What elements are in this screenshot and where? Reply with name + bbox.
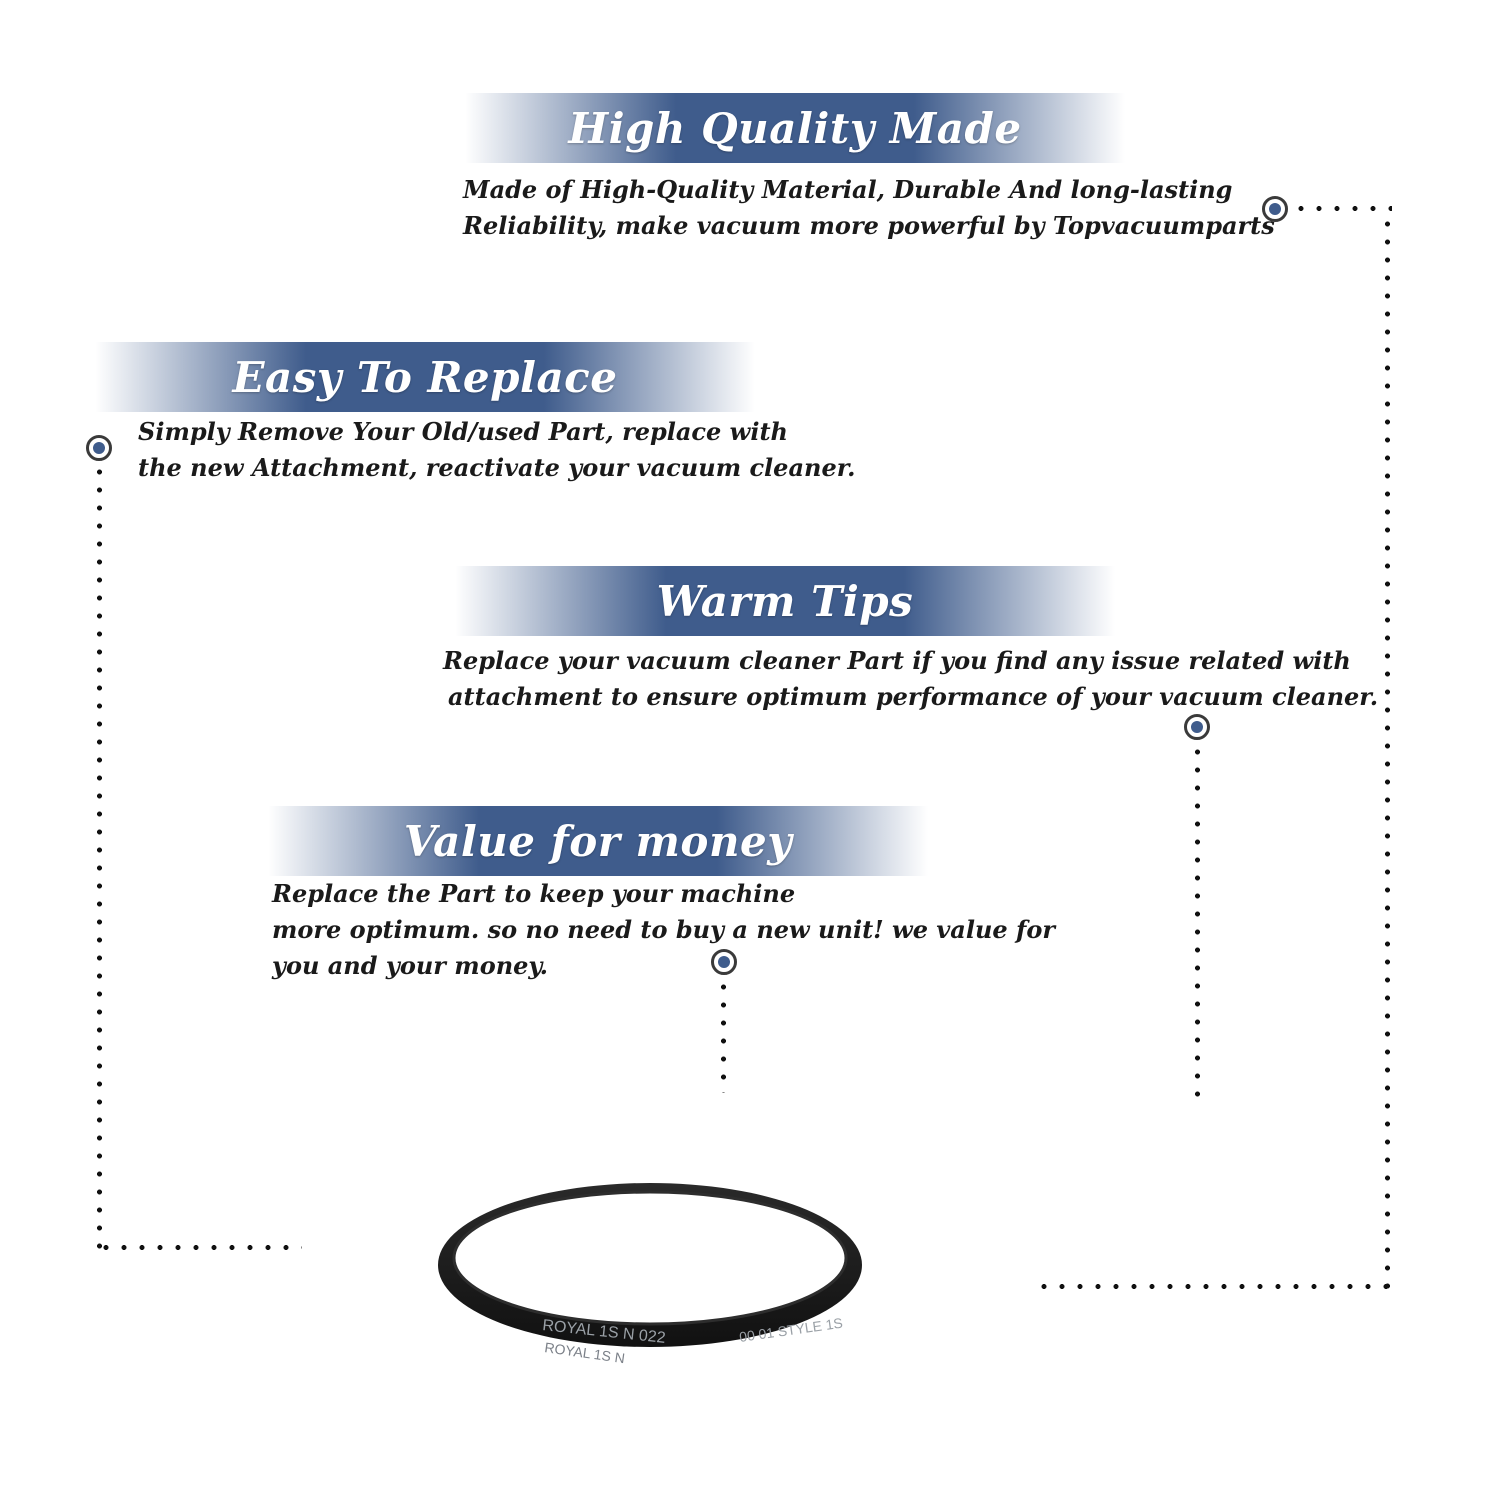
feature-description: Simply Remove Your Old/used Part, replac… (138, 417, 856, 482)
feature-description: Replace the Part to keep your machine mo… (272, 879, 1055, 980)
feature-description: Replace your vacuum cleaner Part if you … (443, 646, 1379, 711)
dotted-connector (1035, 1284, 1390, 1289)
banner-warm-tips: Warm Tips (455, 566, 1115, 636)
belt-shape (438, 1183, 862, 1347)
feature-title: Easy To Replace (232, 352, 618, 402)
banner-high-quality: High Quality Made (465, 93, 1125, 163)
dotted-connector (97, 463, 102, 1253)
marker-dot-icon (1262, 196, 1288, 222)
feature-title: High Quality Made (568, 103, 1022, 153)
marker-dot-icon (711, 949, 737, 975)
dotted-connector (97, 1245, 302, 1250)
banner-value-money: Value for money (268, 806, 928, 876)
vacuum-belt-image: ROYAL 1S N 022 00 01 STYLE 1S ROYAL 1S N (438, 1183, 862, 1366)
marker-dot-icon (1184, 714, 1210, 740)
dotted-connector (1292, 206, 1392, 211)
feature-description: Made of High-Quality Material, Durable A… (463, 175, 1275, 240)
dotted-connector (1195, 743, 1200, 1108)
dotted-connector (1385, 215, 1390, 1290)
dotted-connector (721, 978, 726, 1093)
marker-dot-icon (86, 435, 112, 461)
feature-title: Warm Tips (656, 576, 914, 626)
feature-title: Value for money (403, 816, 793, 866)
banner-easy-replace: Easy To Replace (95, 342, 755, 412)
